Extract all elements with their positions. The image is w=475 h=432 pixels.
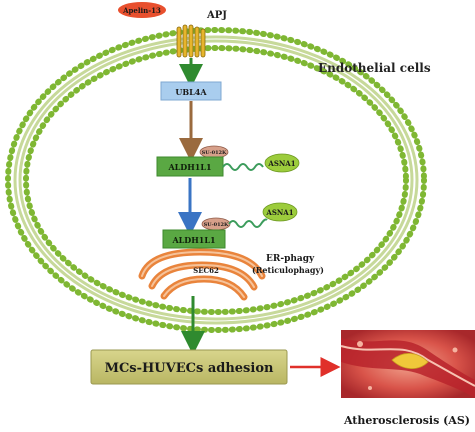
asna1-bottom-link (228, 218, 268, 228)
er-phagy-label: ER-phagy (266, 254, 315, 264)
sec62-label: SEC62 (193, 266, 219, 275)
apj-receptor-icon (176, 24, 206, 58)
asna1-bottom-label: ASNA1 (265, 208, 293, 217)
endothelial-cells-label: Endothelial cells (318, 61, 431, 75)
atherosclerosis-label: Atherosclerosis (AS) (343, 414, 470, 427)
adhesion-box (90, 349, 288, 385)
asna1-top-label: ASNA1 (267, 159, 295, 168)
ubl4a-box (160, 81, 222, 101)
su-012k-top-label: SU-012K (202, 150, 227, 156)
aldh1l1-bottom-label: ALDH1L1 (171, 235, 215, 245)
aldh1l1-bottom-box (162, 229, 226, 249)
cell-membrane (5, 27, 427, 333)
asna1-bottom-badge (262, 202, 298, 222)
reticulophagy-label: (Reticulophagy) (252, 265, 324, 275)
apelin-13-label: Apelin-13 (122, 6, 161, 15)
asna1-top-badge (264, 153, 300, 173)
apj-label: APJ (206, 10, 227, 21)
ubl4a-label: UBL4A (175, 87, 207, 97)
er-membrane-icon (138, 248, 266, 301)
aldh1l1-top-label: ALDH1L1 (167, 162, 211, 172)
apelin-13-ligand (118, 2, 166, 18)
su-012k-bottom-label: SU-012K (204, 222, 229, 228)
asna1-top-link (222, 163, 264, 171)
adhesion-label: MCs-HUVECs adhesion (105, 361, 274, 376)
atherosclerosis-vessel-image (340, 330, 475, 398)
